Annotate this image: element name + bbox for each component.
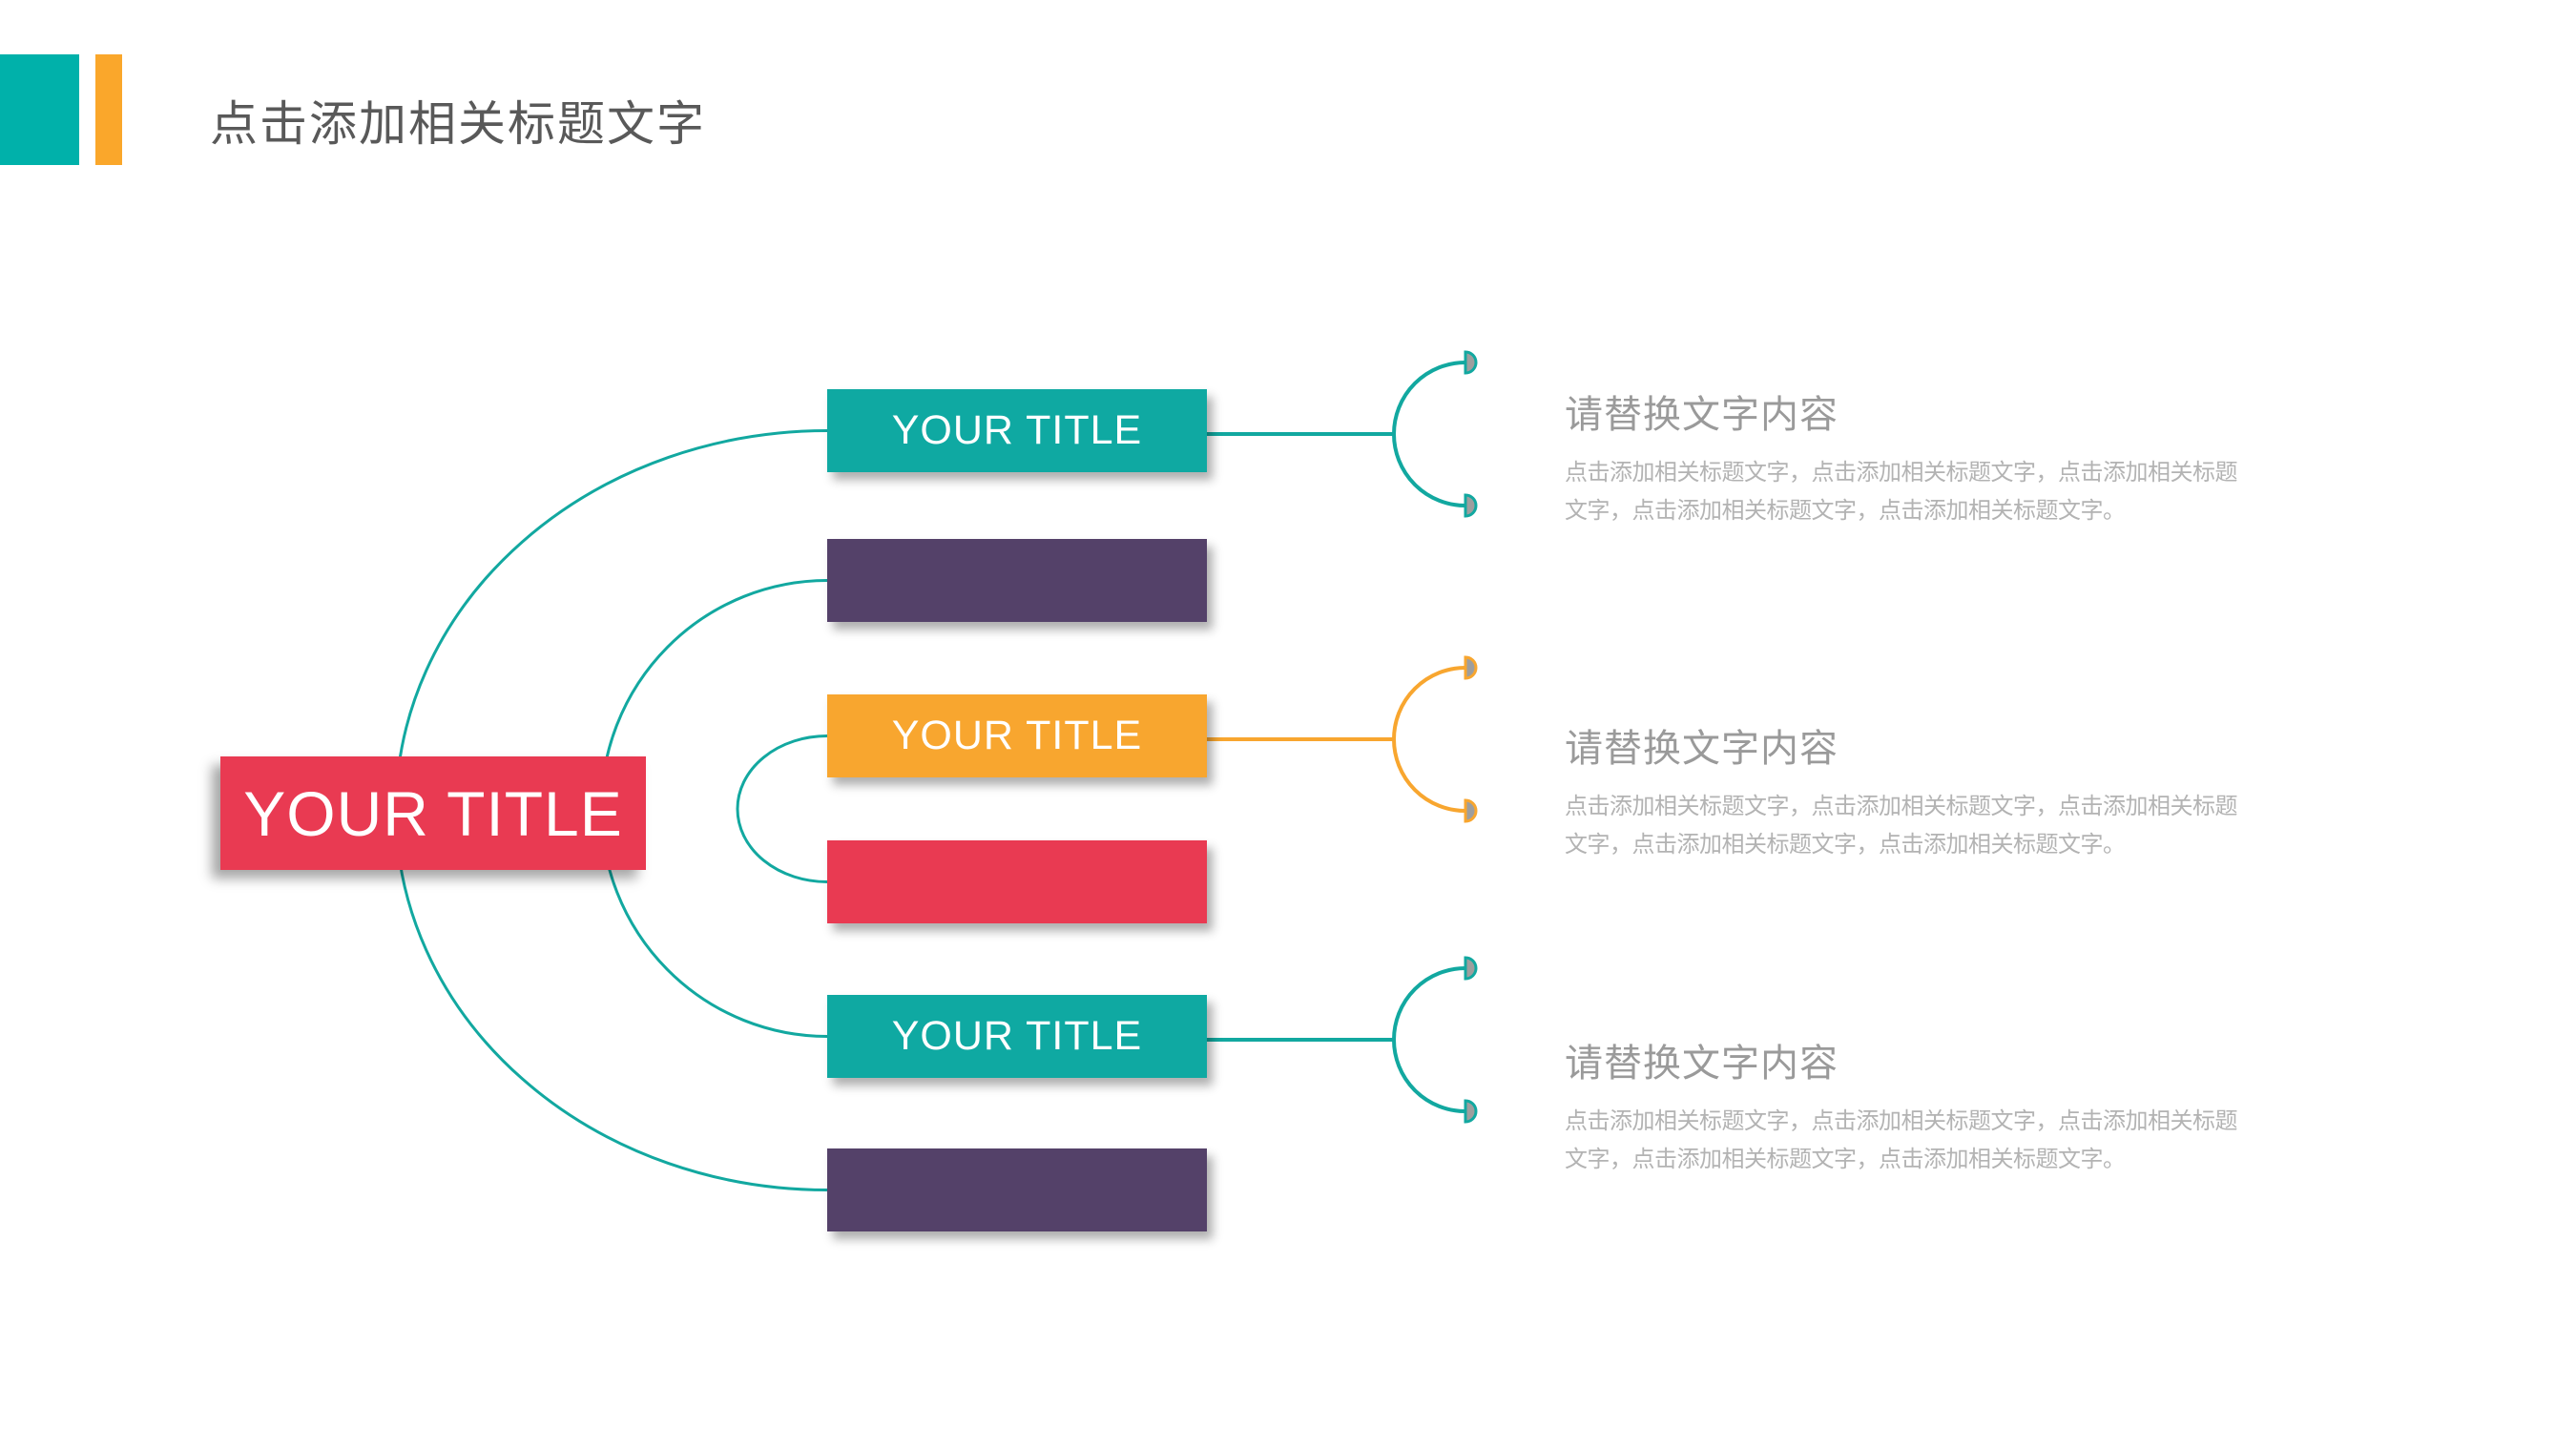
main-title-label: YOUR TITLE — [243, 777, 623, 849]
slide-title[interactable]: 点击添加相关标题文字 — [210, 97, 706, 151]
branch-node-2[interactable] — [827, 539, 1207, 622]
callout-block-3[interactable]: 请替换文字内容 点击添加相关标题文字，点击添加相关标题文字，点击添加相关标题 文… — [1565, 1032, 2238, 1179]
callout-heading: 请替换文字内容 — [1565, 394, 1839, 436]
callout-body-line: 文字，点击添加相关标题文字，点击添加相关标题文字。 — [1565, 498, 2126, 524]
corner-accent-orange-bar — [95, 54, 122, 165]
arc-endpoint-cap-icon — [1464, 798, 1478, 823]
arc-endpoint-cap-icon — [1464, 655, 1478, 680]
callout-body: 点击添加相关标题文字，点击添加相关标题文字，点击添加相关标题 文字，点击添加相关… — [1565, 1103, 2238, 1179]
callout-bracket-arc-1 — [1392, 361, 1466, 507]
callout-block-1[interactable]: 请替换文字内容 点击添加相关标题文字，点击添加相关标题文字，点击添加相关标题 文… — [1565, 383, 2238, 530]
ellipse-connector-inner — [736, 734, 828, 883]
branch-node-6[interactable] — [827, 1148, 1207, 1231]
callout-heading: 请替换文字内容 — [1565, 728, 1839, 770]
callout-body: 点击添加相关标题文字，点击添加相关标题文字，点击添加相关标题 文字，点击添加相关… — [1565, 788, 2238, 864]
branch-node-3[interactable]: YOUR TITLE — [827, 694, 1207, 777]
callout-block-2[interactable]: 请替换文字内容 点击添加相关标题文字，点击添加相关标题文字，点击添加相关标题 文… — [1565, 717, 2238, 864]
callout-body: 点击添加相关标题文字，点击添加相关标题文字，点击添加相关标题 文字，点击添加相关… — [1565, 454, 2238, 530]
callout-bracket-arc-3 — [1392, 966, 1466, 1113]
arc-endpoint-cap-icon — [1464, 493, 1478, 518]
branch-node-label: YOUR TITLE — [891, 713, 1143, 758]
callout-body-line: 点击添加相关标题文字，点击添加相关标题文字，点击添加相关标题 — [1565, 794, 2238, 819]
corner-accent-teal-bar — [0, 54, 79, 165]
callout-body-line: 点击添加相关标题文字，点击添加相关标题文字，点击添加相关标题 — [1565, 1108, 2238, 1134]
callout-body-line: 文字，点击添加相关标题文字，点击添加相关标题文字。 — [1565, 832, 2126, 858]
branch-node-label: YOUR TITLE — [891, 407, 1143, 453]
main-title-node[interactable]: YOUR TITLE — [220, 756, 646, 870]
branch-node-5[interactable]: YOUR TITLE — [827, 995, 1207, 1078]
arc-endpoint-cap-icon — [1464, 956, 1478, 981]
arc-endpoint-cap-icon — [1464, 1099, 1478, 1124]
branch-node-1[interactable]: YOUR TITLE — [827, 389, 1207, 472]
branch-node-4[interactable] — [827, 840, 1207, 923]
callout-bracket-arc-2 — [1392, 666, 1466, 813]
branch-node-label: YOUR TITLE — [891, 1013, 1143, 1059]
callout-body-line: 点击添加相关标题文字，点击添加相关标题文字，点击添加相关标题 — [1565, 460, 2238, 486]
callout-heading: 请替换文字内容 — [1565, 1043, 1839, 1085]
arc-endpoint-cap-icon — [1464, 350, 1478, 375]
callout-body-line: 文字，点击添加相关标题文字，点击添加相关标题文字。 — [1565, 1147, 2126, 1172]
